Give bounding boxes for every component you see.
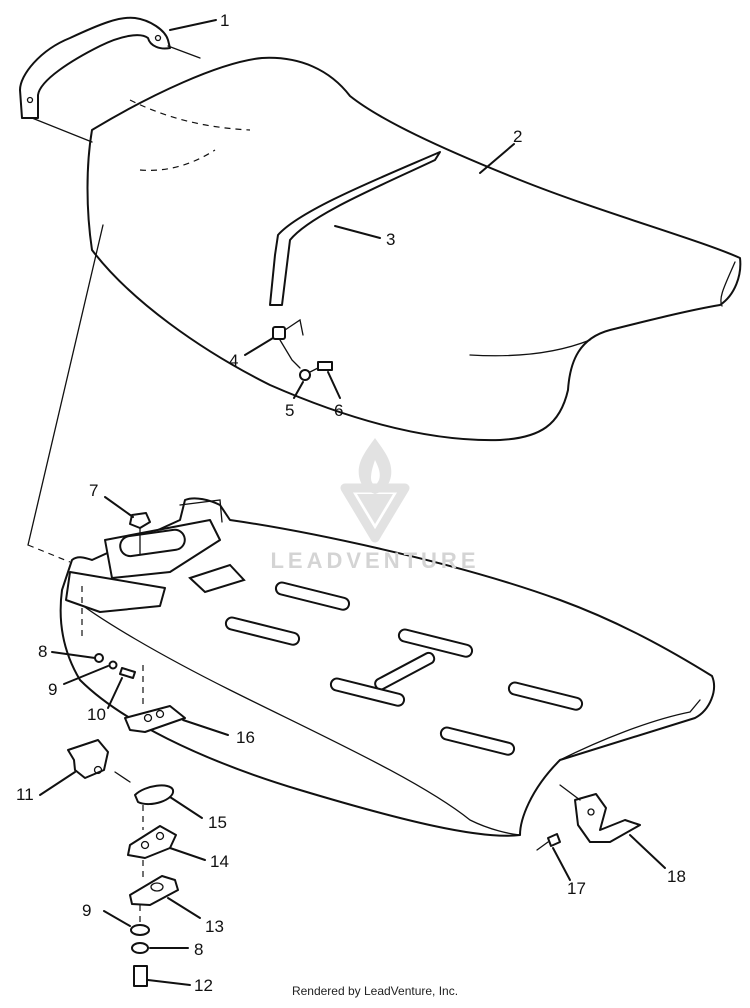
washer-9	[130, 924, 150, 936]
callout-16: 16	[236, 728, 255, 747]
callout-7: 7	[89, 481, 98, 500]
watermark: LEADVENTURE	[245, 430, 505, 580]
callout-8-upper: 8	[38, 642, 47, 661]
rear-bracket	[536, 784, 641, 851]
callout-6: 6	[334, 401, 343, 420]
callout-10: 10	[87, 705, 106, 724]
leader-lines	[39, 19, 666, 986]
callout-9-upper: 9	[48, 680, 57, 699]
callout-11: 11	[16, 785, 34, 804]
grab-handle	[19, 16, 201, 143]
callout-3: 3	[386, 230, 395, 249]
washer-5	[299, 369, 311, 381]
callout-labels: 1 2 3 4 5 6 7 8 9 10 16 11 15 14 13 9 8 …	[16, 11, 686, 995]
callout-2: 2	[513, 127, 522, 146]
callout-18: 18	[667, 867, 686, 886]
callout-12: 12	[194, 976, 213, 995]
seat-cushion	[86, 56, 742, 442]
nut-7	[129, 512, 151, 556]
latch-11	[67, 739, 109, 779]
bracket-18	[574, 793, 641, 843]
screw-6	[317, 361, 333, 371]
latch-plate-14	[127, 825, 177, 859]
callout-5: 5	[285, 401, 294, 420]
screw-17	[547, 833, 561, 847]
washer-8	[131, 942, 149, 954]
callout-1: 1	[220, 11, 229, 30]
latch-assembly	[67, 665, 186, 987]
nut-4	[272, 326, 286, 340]
seat-strap	[269, 151, 441, 306]
callout-13: 13	[205, 917, 224, 936]
callout-17: 17	[567, 879, 586, 898]
seat-base-pan	[59, 497, 715, 837]
watermark-text: LEADVENTURE	[270, 548, 480, 573]
callout-15: 15	[208, 813, 227, 832]
callout-14: 14	[210, 852, 229, 871]
bolt-12	[133, 965, 148, 987]
leadventure-logo-icon	[340, 438, 410, 543]
upper-fasteners	[81, 586, 136, 679]
spring-15	[134, 784, 174, 806]
footer-credit: Rendered by LeadVenture, Inc.	[291, 984, 459, 998]
callout-8-lower: 8	[194, 940, 203, 959]
callout-9-lower: 9	[82, 901, 91, 920]
latch-plate-16	[124, 705, 186, 733]
strap-hardware	[272, 318, 333, 381]
callout-4: 4	[229, 351, 238, 370]
